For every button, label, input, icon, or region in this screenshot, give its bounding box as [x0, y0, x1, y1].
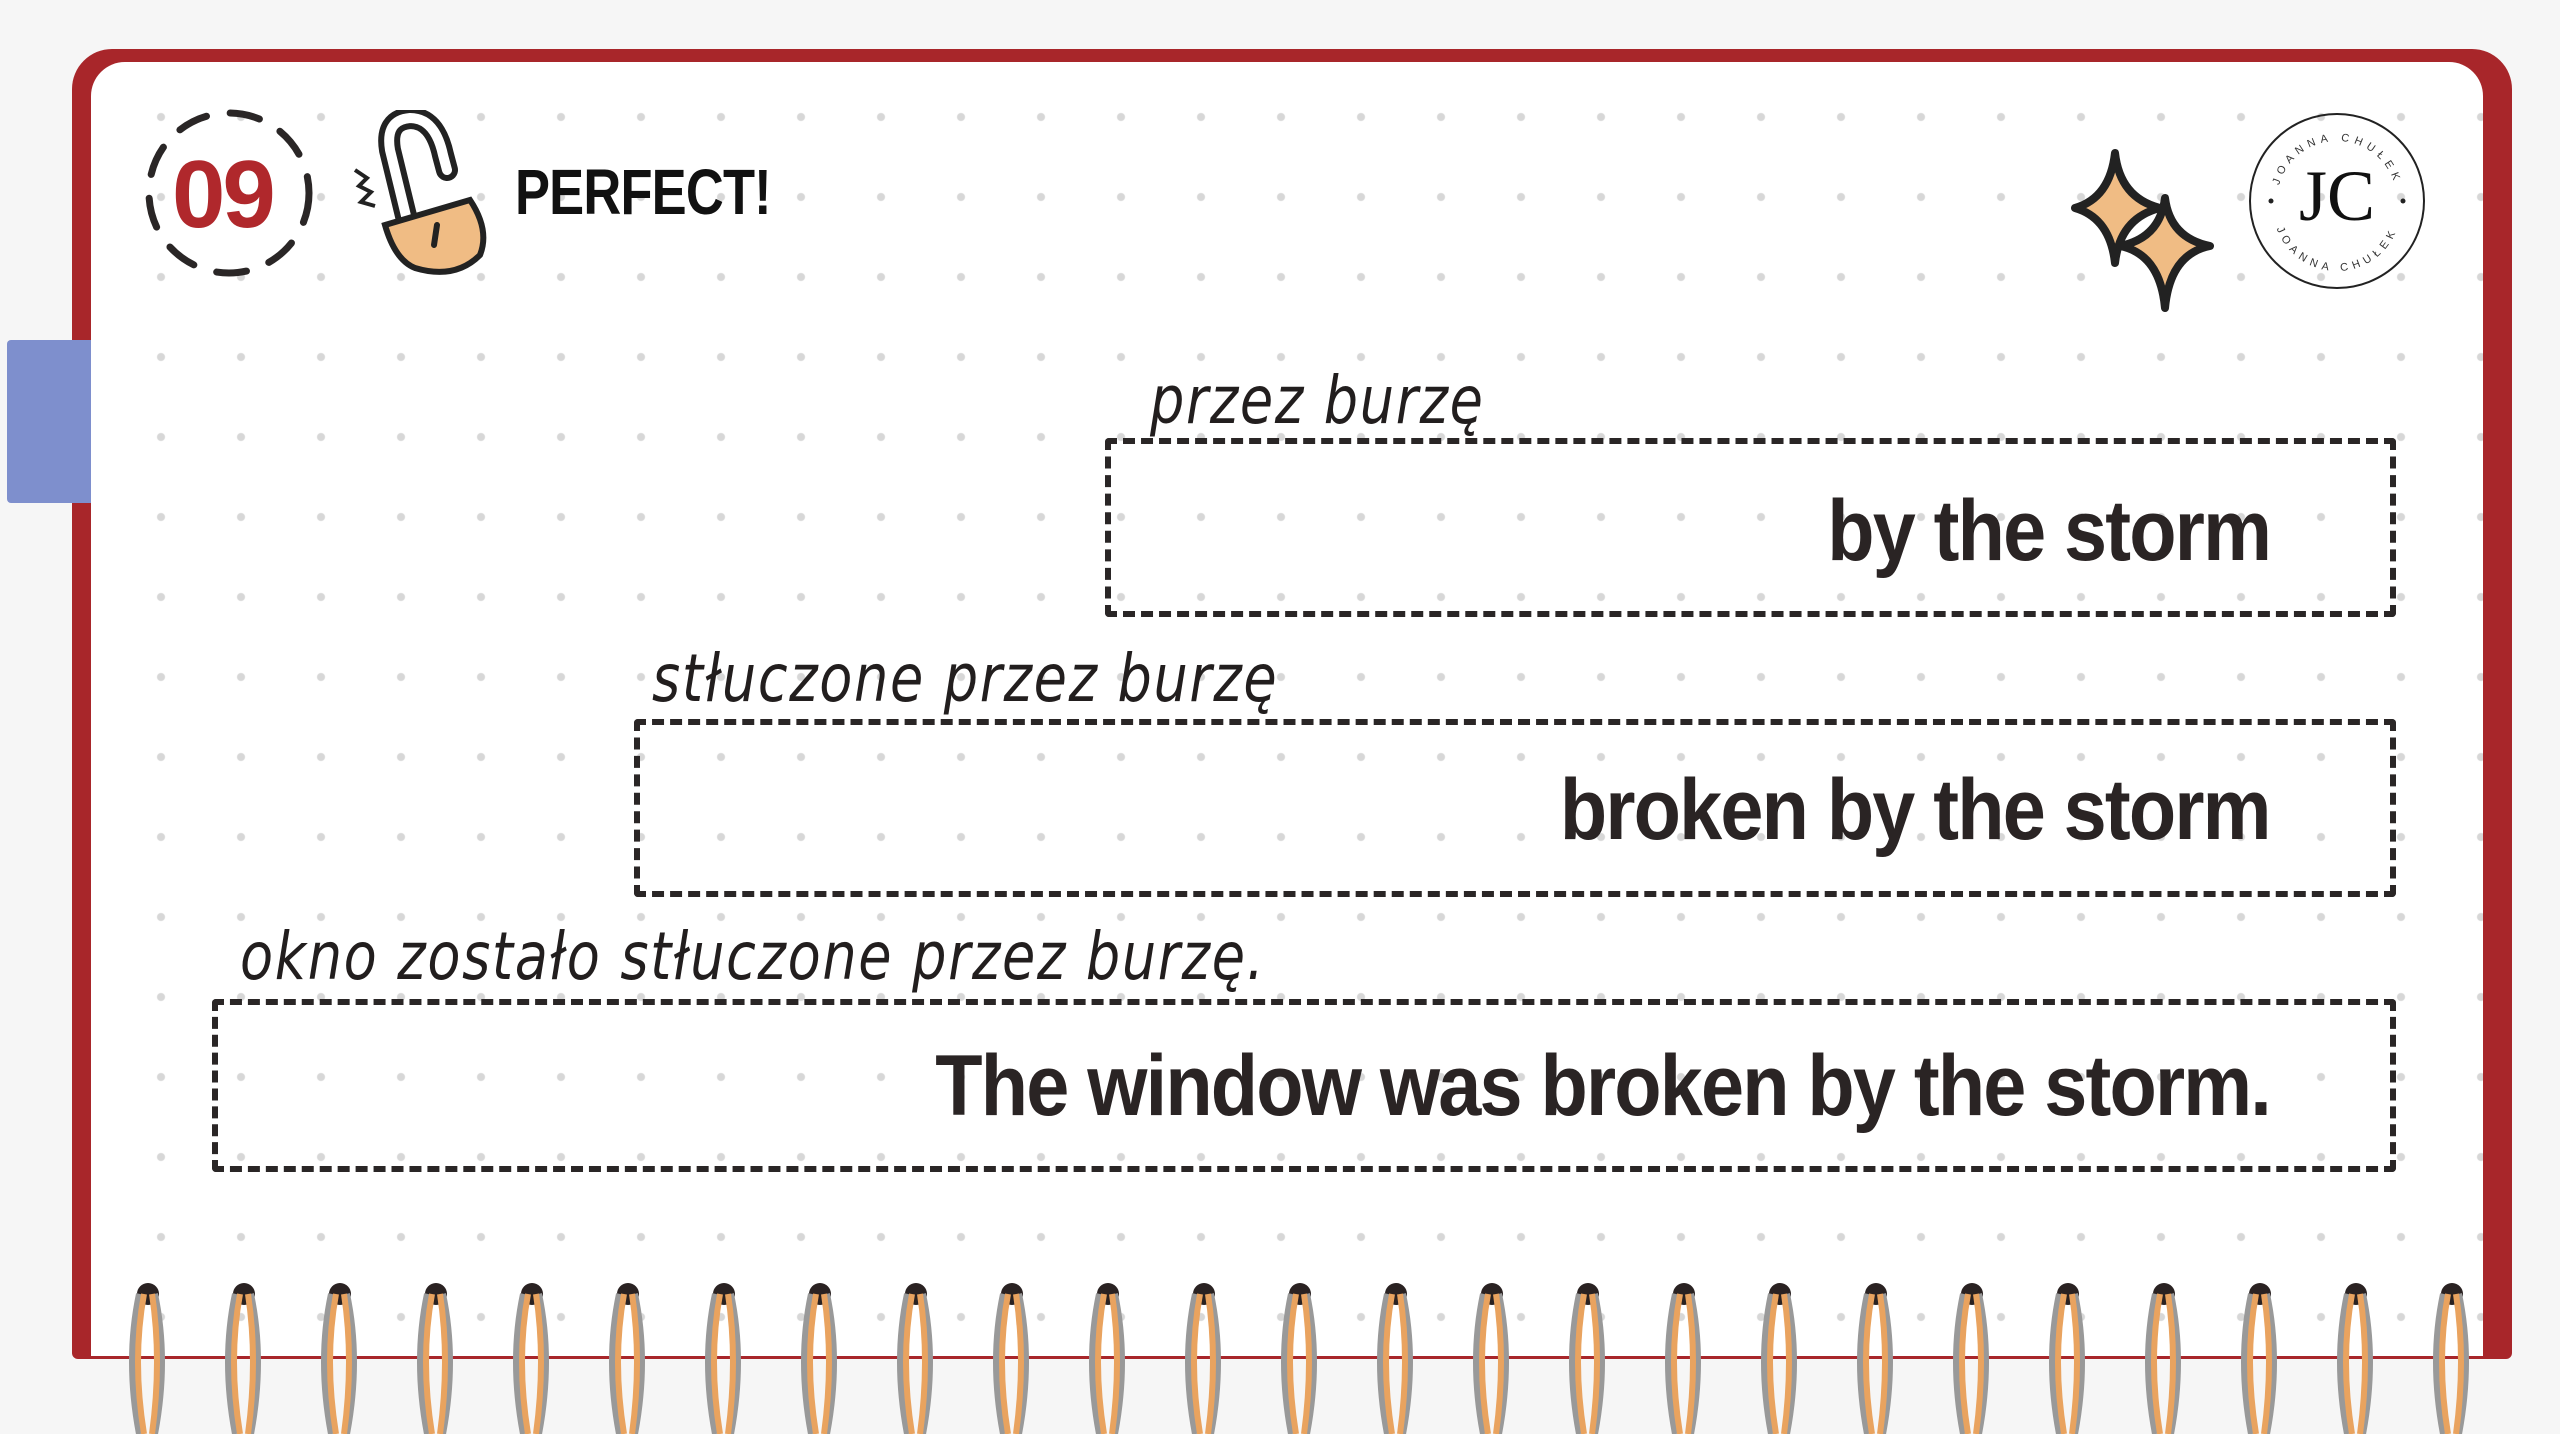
spiral-ring — [609, 1283, 645, 1434]
spiral-ring — [1473, 1283, 1509, 1434]
spiral-ring — [1857, 1283, 1893, 1434]
polish-hint: przez burzę — [1150, 362, 1485, 439]
spiral-ring — [2337, 1283, 2373, 1434]
spiral-ring — [705, 1283, 741, 1434]
bookmark-tab — [7, 340, 97, 503]
logo-ring-text: JOANNA CHUŁEK JOANNA CHUŁEK — [2268, 132, 2406, 274]
spiral-ring — [1761, 1283, 1797, 1434]
unlocked-padlock-icon — [353, 110, 487, 275]
spiral-ring — [897, 1283, 933, 1434]
spiral-ring — [2145, 1283, 2181, 1434]
spiral-ring — [513, 1283, 549, 1434]
spiral-ring — [129, 1283, 165, 1434]
phrase-box-2: broken by the storm — [634, 719, 2396, 897]
english-sentence: The window was broken by the storm. — [935, 1038, 2271, 1134]
spiral-ring — [2241, 1283, 2277, 1434]
english-phrase: by the storm — [1827, 483, 2272, 579]
spiral-ring — [417, 1283, 453, 1434]
spiral-ring — [1185, 1283, 1221, 1434]
spiral-ring — [2049, 1283, 2085, 1434]
phrase-box-1: by the storm — [1105, 438, 2396, 617]
spiral-ring — [225, 1283, 261, 1434]
sparkle-icon — [2071, 149, 2214, 312]
spiral-binding — [129, 1283, 2469, 1434]
english-phrase: broken by the storm — [1560, 762, 2272, 858]
phrase-box-3: The window was broken by the storm. — [212, 999, 2396, 1172]
brand-logo: JOANNA CHUŁEK JOANNA CHUŁEK JC — [2249, 113, 2425, 289]
spiral-ring — [1953, 1283, 1989, 1434]
polish-hint: okno zostało stłuczone przez burzę. — [240, 918, 1266, 995]
spiral-ring — [1281, 1283, 1317, 1434]
spiral-ring — [1377, 1283, 1413, 1434]
notebook-page — [91, 62, 2483, 1356]
lesson-number: 09 — [172, 141, 276, 248]
spiral-ring — [801, 1283, 837, 1434]
spiral-ring — [1569, 1283, 1605, 1434]
spiral-ring — [1665, 1283, 1701, 1434]
result-status: PERFECT! — [515, 156, 772, 228]
spiral-ring — [2433, 1283, 2469, 1434]
spiral-ring — [321, 1283, 357, 1434]
number-badge — [145, 109, 313, 277]
spiral-ring — [1089, 1283, 1125, 1434]
logo-initials: JC — [2298, 156, 2376, 236]
spiral-ring — [993, 1283, 1029, 1434]
polish-hint: stłuczone przez burzę — [652, 640, 1279, 717]
